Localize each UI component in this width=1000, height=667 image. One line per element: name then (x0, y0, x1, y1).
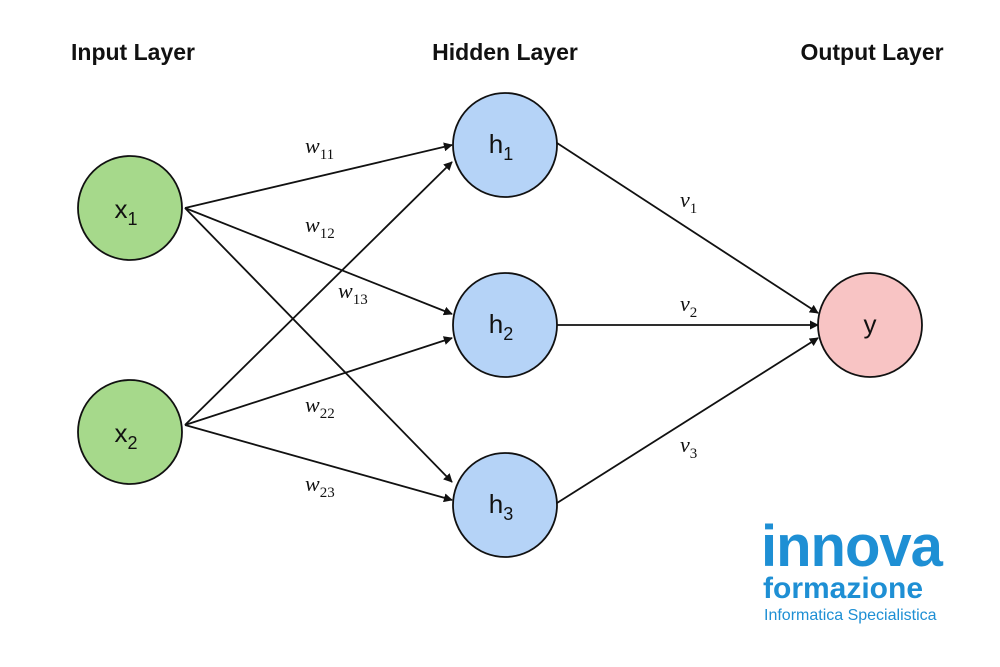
weight-label-v1: v1 (680, 187, 697, 217)
node-h1-circle (452, 92, 558, 198)
node-x2-label: x2 (114, 418, 137, 453)
node-h3-circle (452, 452, 558, 558)
innova-logo: innova formazione Informatica Specialist… (761, 514, 945, 624)
edge-x2-h2 (184, 336, 453, 426)
node-h2: h2 (452, 272, 558, 378)
node-h3-label: h3 (489, 489, 513, 524)
weight-label-w13: w13 (338, 278, 368, 308)
weight-label-w23: w23 (305, 471, 335, 501)
logo-formazione: formazione (763, 572, 923, 605)
logo-tagline: Informatica Specialistica (764, 607, 937, 624)
node-x1-circle (77, 155, 183, 261)
node-h3: h3 (452, 452, 558, 558)
node-h1: h1 (452, 92, 558, 198)
node-x1-label: x1 (114, 194, 137, 229)
node-y-label: y (864, 309, 877, 339)
edge-x1-h2 (184, 207, 453, 316)
output-layer-title: Output Layer (800, 39, 943, 65)
logo-wordmark: innova (761, 514, 944, 579)
weight-label-v3: v3 (680, 432, 697, 462)
weight-label-w11: w11 (305, 133, 334, 163)
node-h2-label: h2 (489, 309, 513, 344)
edge-h1-y (556, 142, 819, 314)
node-h2-circle (452, 272, 558, 378)
node-x2-circle (77, 379, 183, 485)
weight-label-v2: v2 (680, 291, 697, 321)
node-y-circle (817, 272, 923, 378)
node-y: y (817, 272, 923, 378)
edge-x2-h1 (184, 161, 453, 426)
edge-x1-h1 (184, 142, 453, 209)
hidden-layer-title: Hidden Layer (432, 39, 578, 65)
weight-label-w22: w22 (305, 392, 335, 422)
weight-label-w12: w12 (305, 212, 335, 242)
edge-x2-h3 (184, 424, 453, 503)
node-h1-label: h1 (489, 129, 513, 164)
edge-h3-y (556, 337, 819, 504)
node-x2: x2 (77, 379, 183, 485)
edge-x1-h3 (184, 207, 453, 483)
input-layer-title: Input Layer (71, 39, 195, 65)
node-x1: x1 (77, 155, 183, 261)
edges (184, 142, 819, 504)
